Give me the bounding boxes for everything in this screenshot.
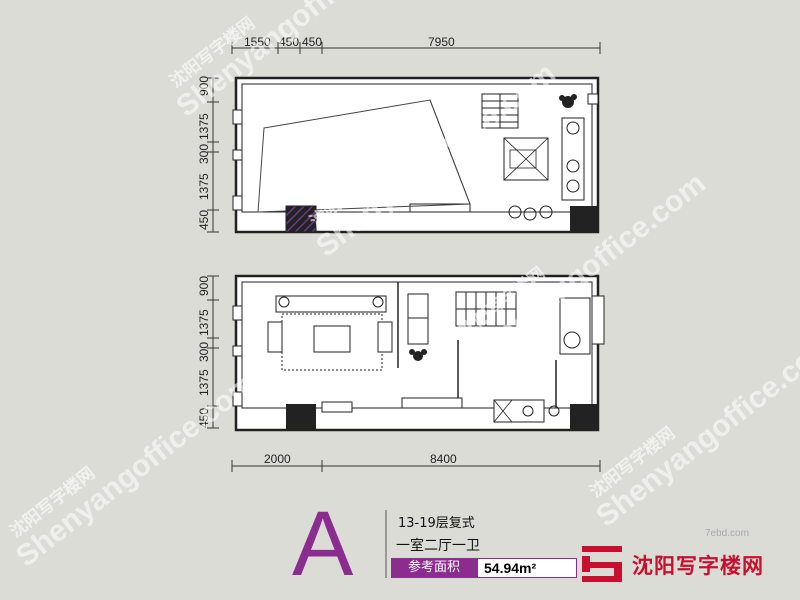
lower-dim-side-4: 1375 [197, 369, 211, 396]
bed-icon [503, 137, 549, 181]
area-value: 54.94m² [477, 558, 577, 578]
upper-dim-side-4: 1375 [197, 173, 211, 200]
brand-logo-icon [582, 546, 622, 582]
sofa-set-icon [267, 295, 393, 371]
lower-dim-bottom-2: 8400 [430, 452, 457, 466]
watermark-4: Shenyangoffice.com [590, 327, 800, 534]
upper-dim-side-1: 900 [197, 76, 211, 96]
lower-dim-side-2: 1375 [197, 309, 211, 336]
plant-icon [559, 94, 577, 108]
upper-dim-side-2: 1375 [197, 113, 211, 140]
upper-dim-top-1: 1550 [244, 35, 271, 49]
upper-dim-top-4: 7950 [428, 35, 455, 49]
lower-dim-side-3: 300 [197, 342, 211, 362]
plant-icon-lower [409, 349, 427, 361]
brand-name: 沈阳写字楼网 [632, 554, 764, 578]
lower-dim-bottom-1: 2000 [264, 452, 291, 466]
upper-dim-top-3: 450 [302, 35, 322, 49]
watermark-5: Shenyangoffice.com [10, 367, 262, 574]
upper-dim-top-2: 450 [279, 35, 299, 49]
lower-dim-side-1: 900 [197, 276, 211, 296]
unit-floors: 13-19层复式 [398, 516, 475, 531]
unit-layout: 一室二厅一卫 [396, 538, 480, 554]
upper-dim-side-3: 300 [197, 144, 211, 164]
site-url: 7ebd.com [705, 528, 749, 539]
upper-dim-side-5: 450 [197, 210, 211, 230]
area-label: 参考面积 [391, 558, 477, 578]
lower-floor-plan: 900 1375 300 1375 450 [197, 274, 605, 472]
table-chairs-icon [508, 205, 553, 221]
unit-letter: A [292, 493, 354, 595]
lower-dim-side-5: 450 [197, 408, 211, 428]
upper-floor-plan: 1550 450 450 7950 900 1375 300 1375 450 [197, 35, 601, 234]
